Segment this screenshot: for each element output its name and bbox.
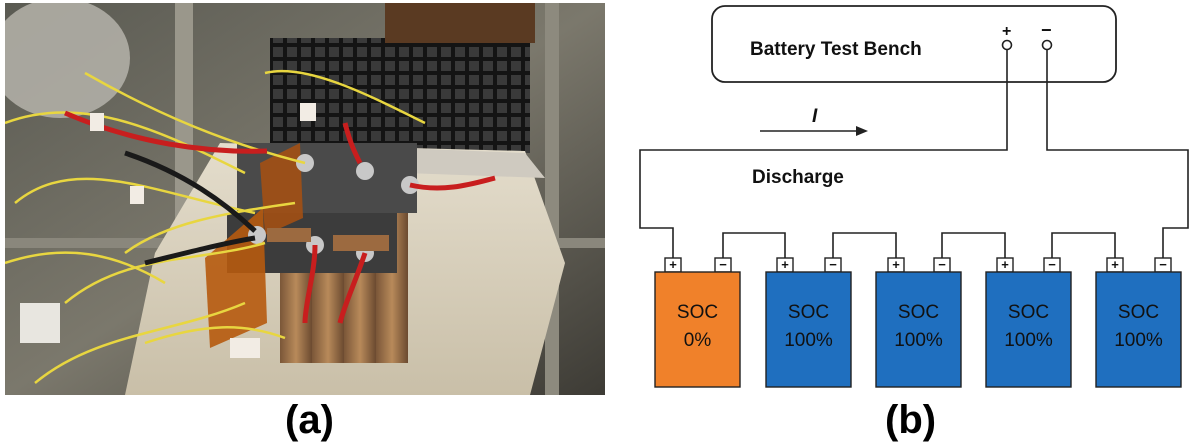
cell-3-plus-sign: + xyxy=(892,257,900,272)
cell-3-soc-value: 100% xyxy=(894,330,943,351)
busbar xyxy=(267,228,311,242)
cell-1: + − SOC 0% xyxy=(655,257,740,387)
discharge-label: Discharge xyxy=(752,167,844,188)
wire-tag xyxy=(300,103,316,121)
cell-2-minus-sign: − xyxy=(829,257,837,272)
wire-tag xyxy=(230,338,260,358)
current-symbol: I xyxy=(812,106,818,127)
chamber-rail xyxy=(545,3,559,395)
bench-minus-sign: − xyxy=(1041,20,1052,40)
bench-plus-terminal xyxy=(1003,41,1012,50)
cell-5-soc-label: SOC xyxy=(1118,302,1159,323)
cell-2-plus-sign: + xyxy=(781,257,789,272)
cell-4-soc-value: 100% xyxy=(1004,330,1053,351)
cell-4-plus-sign: + xyxy=(1001,257,1009,272)
cell-5: + − SOC 100% xyxy=(1096,257,1181,387)
cell-3: + − SOC 100% xyxy=(876,257,961,387)
cell-3-minus-sign: − xyxy=(938,257,946,272)
battery-pack-photo xyxy=(5,3,605,395)
circuit-diagram: Battery Test Bench + − I Discharge + − S… xyxy=(625,0,1195,398)
wire-tag xyxy=(90,113,104,131)
current-arrow-head xyxy=(856,126,868,136)
wire-tag xyxy=(130,186,144,204)
panel-a-label: (a) xyxy=(285,398,334,443)
bench-minus-terminal xyxy=(1043,41,1052,50)
cell-3-soc-label: SOC xyxy=(898,302,939,323)
bench-plus-sign: + xyxy=(1002,23,1011,40)
busbar xyxy=(333,235,389,251)
panel-b-label: (b) xyxy=(885,398,936,443)
cell-2-soc-value: 100% xyxy=(784,330,833,351)
cell-4-soc-label: SOC xyxy=(1008,302,1049,323)
cell-1-plus-sign: + xyxy=(669,257,677,272)
cell-4-minus-sign: − xyxy=(1048,257,1056,272)
cell-1-minus-sign: − xyxy=(719,257,727,272)
battery-test-bench-label: Battery Test Bench xyxy=(750,39,922,60)
cell-5-soc-value: 100% xyxy=(1114,330,1163,351)
cell-1-soc-value: 0% xyxy=(684,330,712,351)
cell-5-minus-sign: − xyxy=(1159,257,1167,272)
mesh-grid xyxy=(270,38,530,153)
cell-5-plus-sign: + xyxy=(1111,257,1119,272)
cell-4: + − SOC 100% xyxy=(986,257,1071,387)
wooden-block xyxy=(385,3,535,43)
white-blocks xyxy=(20,303,60,343)
cell-2: + − SOC 100% xyxy=(766,257,851,387)
terminal xyxy=(356,162,374,180)
cell-1-soc-label: SOC xyxy=(677,302,718,323)
cell-2-soc-label: SOC xyxy=(788,302,829,323)
